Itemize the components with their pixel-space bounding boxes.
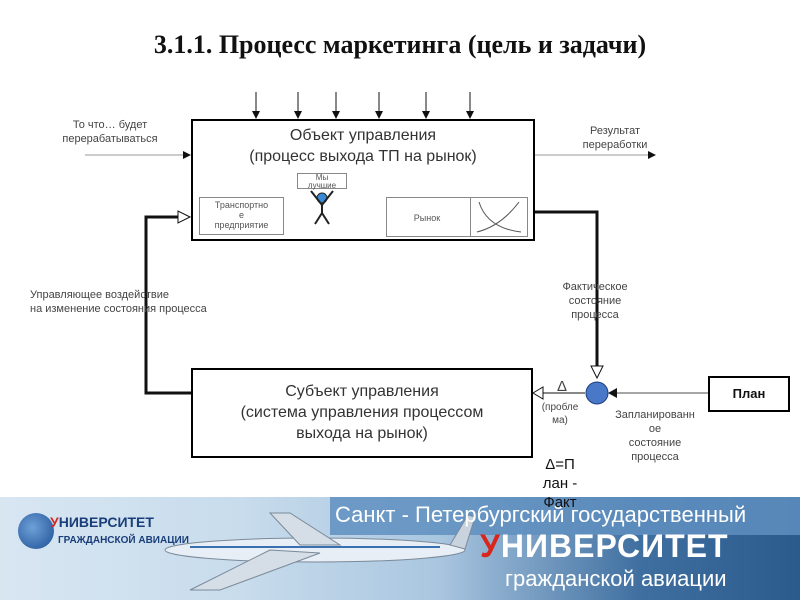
object-box-subtitle: (процесс выхода ТП на рынок) <box>249 148 477 165</box>
transport-label-1: Транспортно <box>214 200 269 210</box>
logo-university-text: УНИВЕРСИТЕТ <box>50 514 154 530</box>
person-figure-icon <box>310 190 334 225</box>
result-label-line-2: переработки <box>582 139 648 151</box>
transport-label-2: е <box>238 210 244 220</box>
control-action-label: Управляющее воздействие на изменение сос… <box>30 288 270 316</box>
footer-band <box>330 497 800 535</box>
footer-line-1: Санкт - Петербургский государственный <box>335 502 747 527</box>
logo-red-letter: У <box>50 514 59 530</box>
result-label: Результат переработки <box>560 124 670 152</box>
market-box: Рынок <box>386 197 528 237</box>
subject-box-subtitle-1: (система управления процессом <box>240 404 484 421</box>
problem-label-line-2: ма) <box>552 415 568 426</box>
slogan-line-1: Мы <box>315 173 329 182</box>
result-label-line-1: Результат <box>589 125 641 137</box>
footer-line-2-rest: НИВЕРСИТЕТ <box>500 528 729 564</box>
page-title: 3.1.1. Процесс маркетинга (цель и задачи… <box>153 30 647 59</box>
plan-label: План <box>732 386 766 401</box>
control-arrowhead <box>177 210 192 224</box>
actual-label-line-1: Фактическое <box>562 281 628 293</box>
actual-label-line-2: состояние <box>568 295 622 307</box>
actual-label-line-3: процесса <box>571 309 619 321</box>
logo-subtitle: ГРАЖДАНСКОЙ АВИАЦИИ <box>58 535 189 546</box>
transport-enterprise-box: Транспортно е предприятие <box>199 197 284 235</box>
planned-label-line-2: ое <box>648 423 662 435</box>
footer-line-3: гражданской авиации <box>505 566 727 591</box>
feedback-line <box>535 210 599 372</box>
plan-box: План <box>708 376 790 412</box>
control-label-line-1: Управляющее воздействие <box>30 289 169 301</box>
subject-box-subtitle-2: выхода на рынок) <box>296 425 428 442</box>
control-label-line-2: на изменение состояния процесса <box>30 303 207 315</box>
object-box-title: Объект управления <box>289 127 437 144</box>
supply-demand-graph <box>470 198 522 236</box>
problem-label: (пробле ма) <box>536 401 584 427</box>
subject-box: Субъект управления (система управления п… <box>191 368 533 458</box>
delta-arrowhead <box>532 386 544 400</box>
demand-curve <box>478 201 522 233</box>
input-label-line-1: То что… будет <box>72 119 148 131</box>
supply-curve <box>476 201 520 233</box>
problem-label-line-1: (пробле <box>541 402 579 413</box>
planned-label-line-3: состояние <box>628 437 682 449</box>
planned-label-line-4: процесса <box>631 451 679 463</box>
formula-line-1: Δ=П <box>545 456 575 473</box>
planned-label-line-1: Запланированн <box>615 409 695 421</box>
delta-formula: Δ=П лан - Факт <box>525 455 595 512</box>
footer-line-2: УНИВЕРСИТЕТ <box>480 528 729 565</box>
control-line <box>144 215 191 395</box>
subject-box-title: Субъект управления <box>285 383 439 400</box>
delta-symbol: Δ <box>556 378 568 395</box>
formula-line-2: лан - <box>542 475 578 492</box>
planned-state-label: Запланированн ое состояние процесса <box>600 408 710 464</box>
actual-state-label: Фактическое состояние процесса <box>545 280 645 322</box>
airplane-image <box>164 512 476 591</box>
slogan-sign: Мы лучшие <box>297 173 347 190</box>
plan-arrowhead <box>608 388 617 398</box>
transport-label-3: предприятие <box>214 220 269 230</box>
footer-red-letter: У <box>480 528 501 564</box>
slogan-line-2: лучшие <box>307 181 337 190</box>
input-label-line-2: перерабатываться <box>62 133 158 145</box>
market-label: Рынок <box>413 213 441 223</box>
comparator-circle <box>585 381 609 405</box>
formula-line-3: Факт <box>543 494 577 511</box>
feedback-arrowhead <box>590 365 604 380</box>
university-logo-globe-icon <box>18 513 54 549</box>
logo-rest: НИВЕРСИТЕТ <box>58 514 154 530</box>
input-label: То что… будет перерабатываться <box>40 118 180 146</box>
